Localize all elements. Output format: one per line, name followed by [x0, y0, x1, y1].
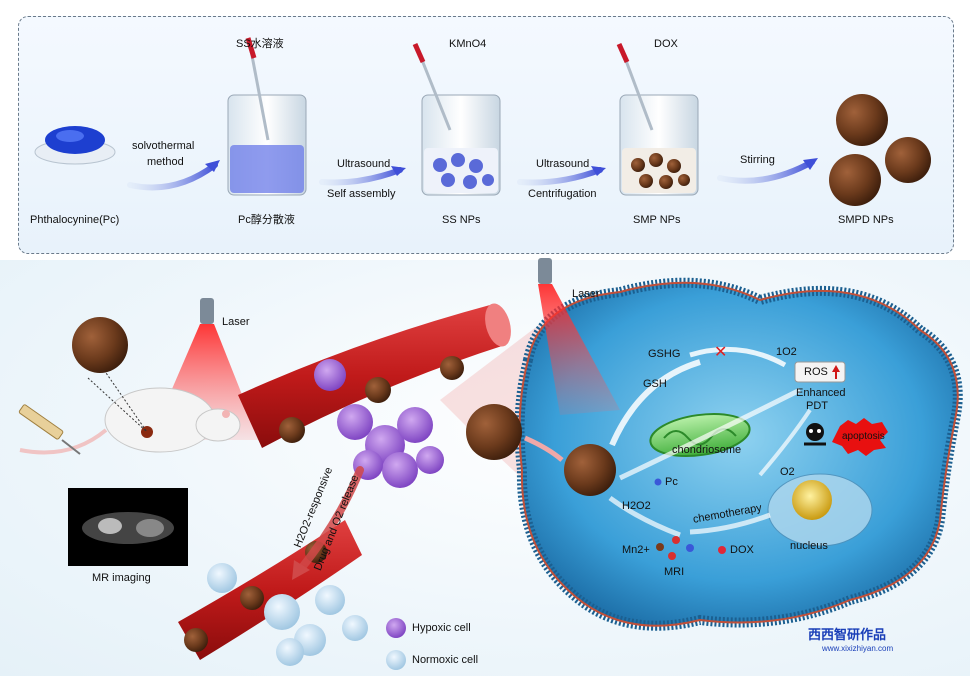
apoptosis-label: apoptosis — [842, 430, 885, 443]
arrow3-bottom-label: Centrifugation — [528, 188, 597, 201]
pc-powder-dish — [35, 126, 115, 164]
chondriosome-label: chondriosome — [672, 444, 741, 457]
gsh-label: GSH — [643, 378, 667, 391]
syringe — [19, 404, 80, 454]
legend-normoxic-icon — [386, 650, 406, 670]
nanoparticle-in-cell — [564, 444, 616, 496]
pc-label: Phthalocynine(Pc) — [30, 214, 119, 227]
beaker-pc-dispersion — [228, 38, 306, 195]
o2-label: O2 — [780, 466, 795, 479]
legend-hypoxic-icon — [386, 618, 406, 638]
arrow1-top-label: solvothermal — [132, 140, 194, 153]
beaker-smp-nps — [619, 44, 698, 195]
dox-label-cell: DOX — [730, 544, 754, 557]
legend-hypoxic-label: Hypoxic cell — [412, 622, 471, 635]
reagent-dox-label: DOX — [654, 38, 678, 51]
watermark-brand: 西西智研作品 — [808, 627, 886, 642]
pdt-label: PDT — [806, 400, 828, 413]
dox-molecule-icon — [718, 546, 726, 554]
ros-label: ROS — [804, 366, 828, 379]
arrow2-bottom-label: Self assembly — [327, 188, 395, 201]
smpd-nps-label: SMPD NPs — [838, 214, 894, 227]
watermark: 西西智研作品 www.xixizhiyan.com — [808, 628, 893, 656]
mr-imaging-label: MR imaging — [92, 572, 151, 585]
reagent-kmno4-label: KMnO4 — [449, 38, 486, 51]
pc-molecule-icon — [655, 479, 662, 486]
h2o2-label: H2O2 — [622, 500, 651, 513]
arrow-ultrasound-1 — [322, 170, 400, 183]
enhanced-label: Enhanced — [796, 387, 846, 400]
legend-normoxic-label: Normoxic cell — [412, 654, 478, 667]
arrow3-top-label: Ultrasound — [536, 158, 589, 171]
watermark-url: www.xixizhiyan.com — [822, 642, 893, 656]
nanoparticle-entering — [466, 404, 522, 460]
ss-nps-label: SS NPs — [442, 214, 481, 227]
mn2-label: Mn2+ — [622, 544, 650, 557]
gshg-label: GSHG — [648, 348, 680, 361]
mri-label: MRI — [664, 566, 684, 579]
pc-label-cell: Pc — [665, 476, 678, 489]
smp-nps-label: SMP NPs — [633, 214, 680, 227]
laser-right-label: Laser — [572, 288, 600, 301]
blocked-mark: ✕ — [714, 342, 727, 361]
singlet-o2-label: 1O2 — [776, 346, 797, 359]
laser-left-label: Laser — [222, 316, 250, 329]
beaker-ss-nps — [415, 44, 500, 195]
smpd-nanoparticles — [829, 94, 931, 206]
arrow2-top-label: Ultrasound — [337, 158, 390, 171]
arrow4-top-label: Stirring — [740, 154, 775, 167]
reagent-ss-label: SS水溶液 — [236, 38, 284, 51]
pc-dispersion-label: Pc醇分散液 — [238, 214, 295, 227]
nucleus-label: nucleus — [790, 540, 828, 553]
arrow1-bottom-label: method — [147, 156, 184, 169]
mr-image — [68, 488, 188, 566]
arrow-ultrasound-2 — [520, 170, 600, 183]
nucleus — [768, 474, 872, 546]
